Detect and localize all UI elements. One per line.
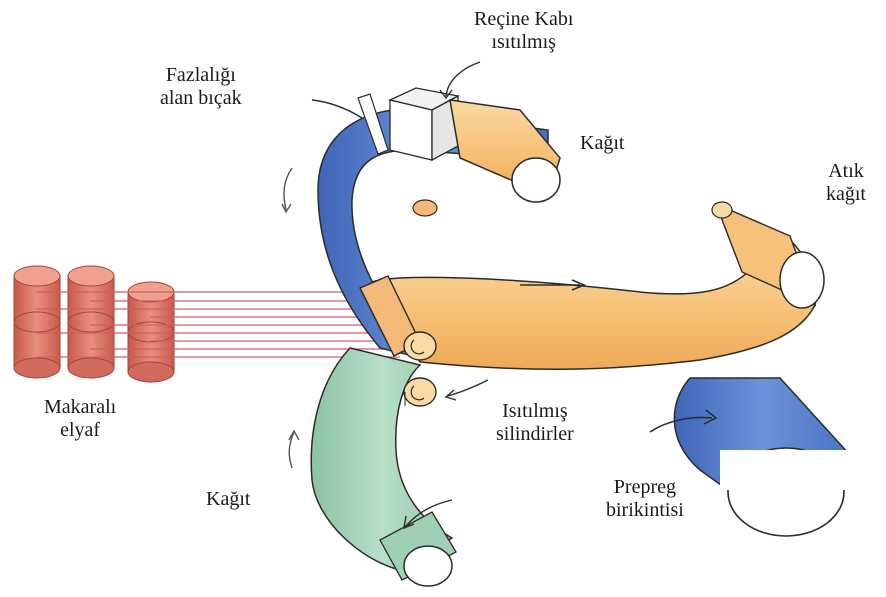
top-paper-roll: [450, 100, 560, 202]
label-paper-top: Kağıt: [580, 132, 624, 155]
bottom-paper-sheet: [311, 348, 456, 586]
label-resin-bath: Reçine Kabı ısıtılmış: [474, 8, 573, 54]
rotation-arrow-icon: [284, 168, 292, 210]
guide-roller: [413, 200, 437, 216]
label-paper-bottom: Kağıt: [206, 488, 250, 511]
prepreg-takeup-roll: [650, 378, 886, 536]
blade-pointer: [312, 100, 362, 118]
fiber-spool: [68, 266, 114, 378]
label-fiber-spools: Makaralı elyaf: [44, 396, 116, 442]
prepreg-sheet: [372, 202, 824, 369]
label-prepreg-takeup: Prepreg birikintisi: [606, 476, 684, 522]
fiber-spool: [128, 282, 174, 382]
fiber-spools: [14, 266, 174, 382]
rollers-pointer: [448, 380, 488, 396]
resin-bath: [390, 88, 458, 160]
label-heated-rollers: Isıtılmış silindirler: [496, 400, 574, 446]
fiber-spool: [14, 266, 60, 378]
label-doctor-blade: Fazlalığı alan bıçak: [160, 64, 242, 110]
waste-paper-roll: [780, 252, 824, 308]
label-backdrop: [720, 450, 886, 490]
label-waste-paper: Atık kağıt: [826, 160, 866, 206]
